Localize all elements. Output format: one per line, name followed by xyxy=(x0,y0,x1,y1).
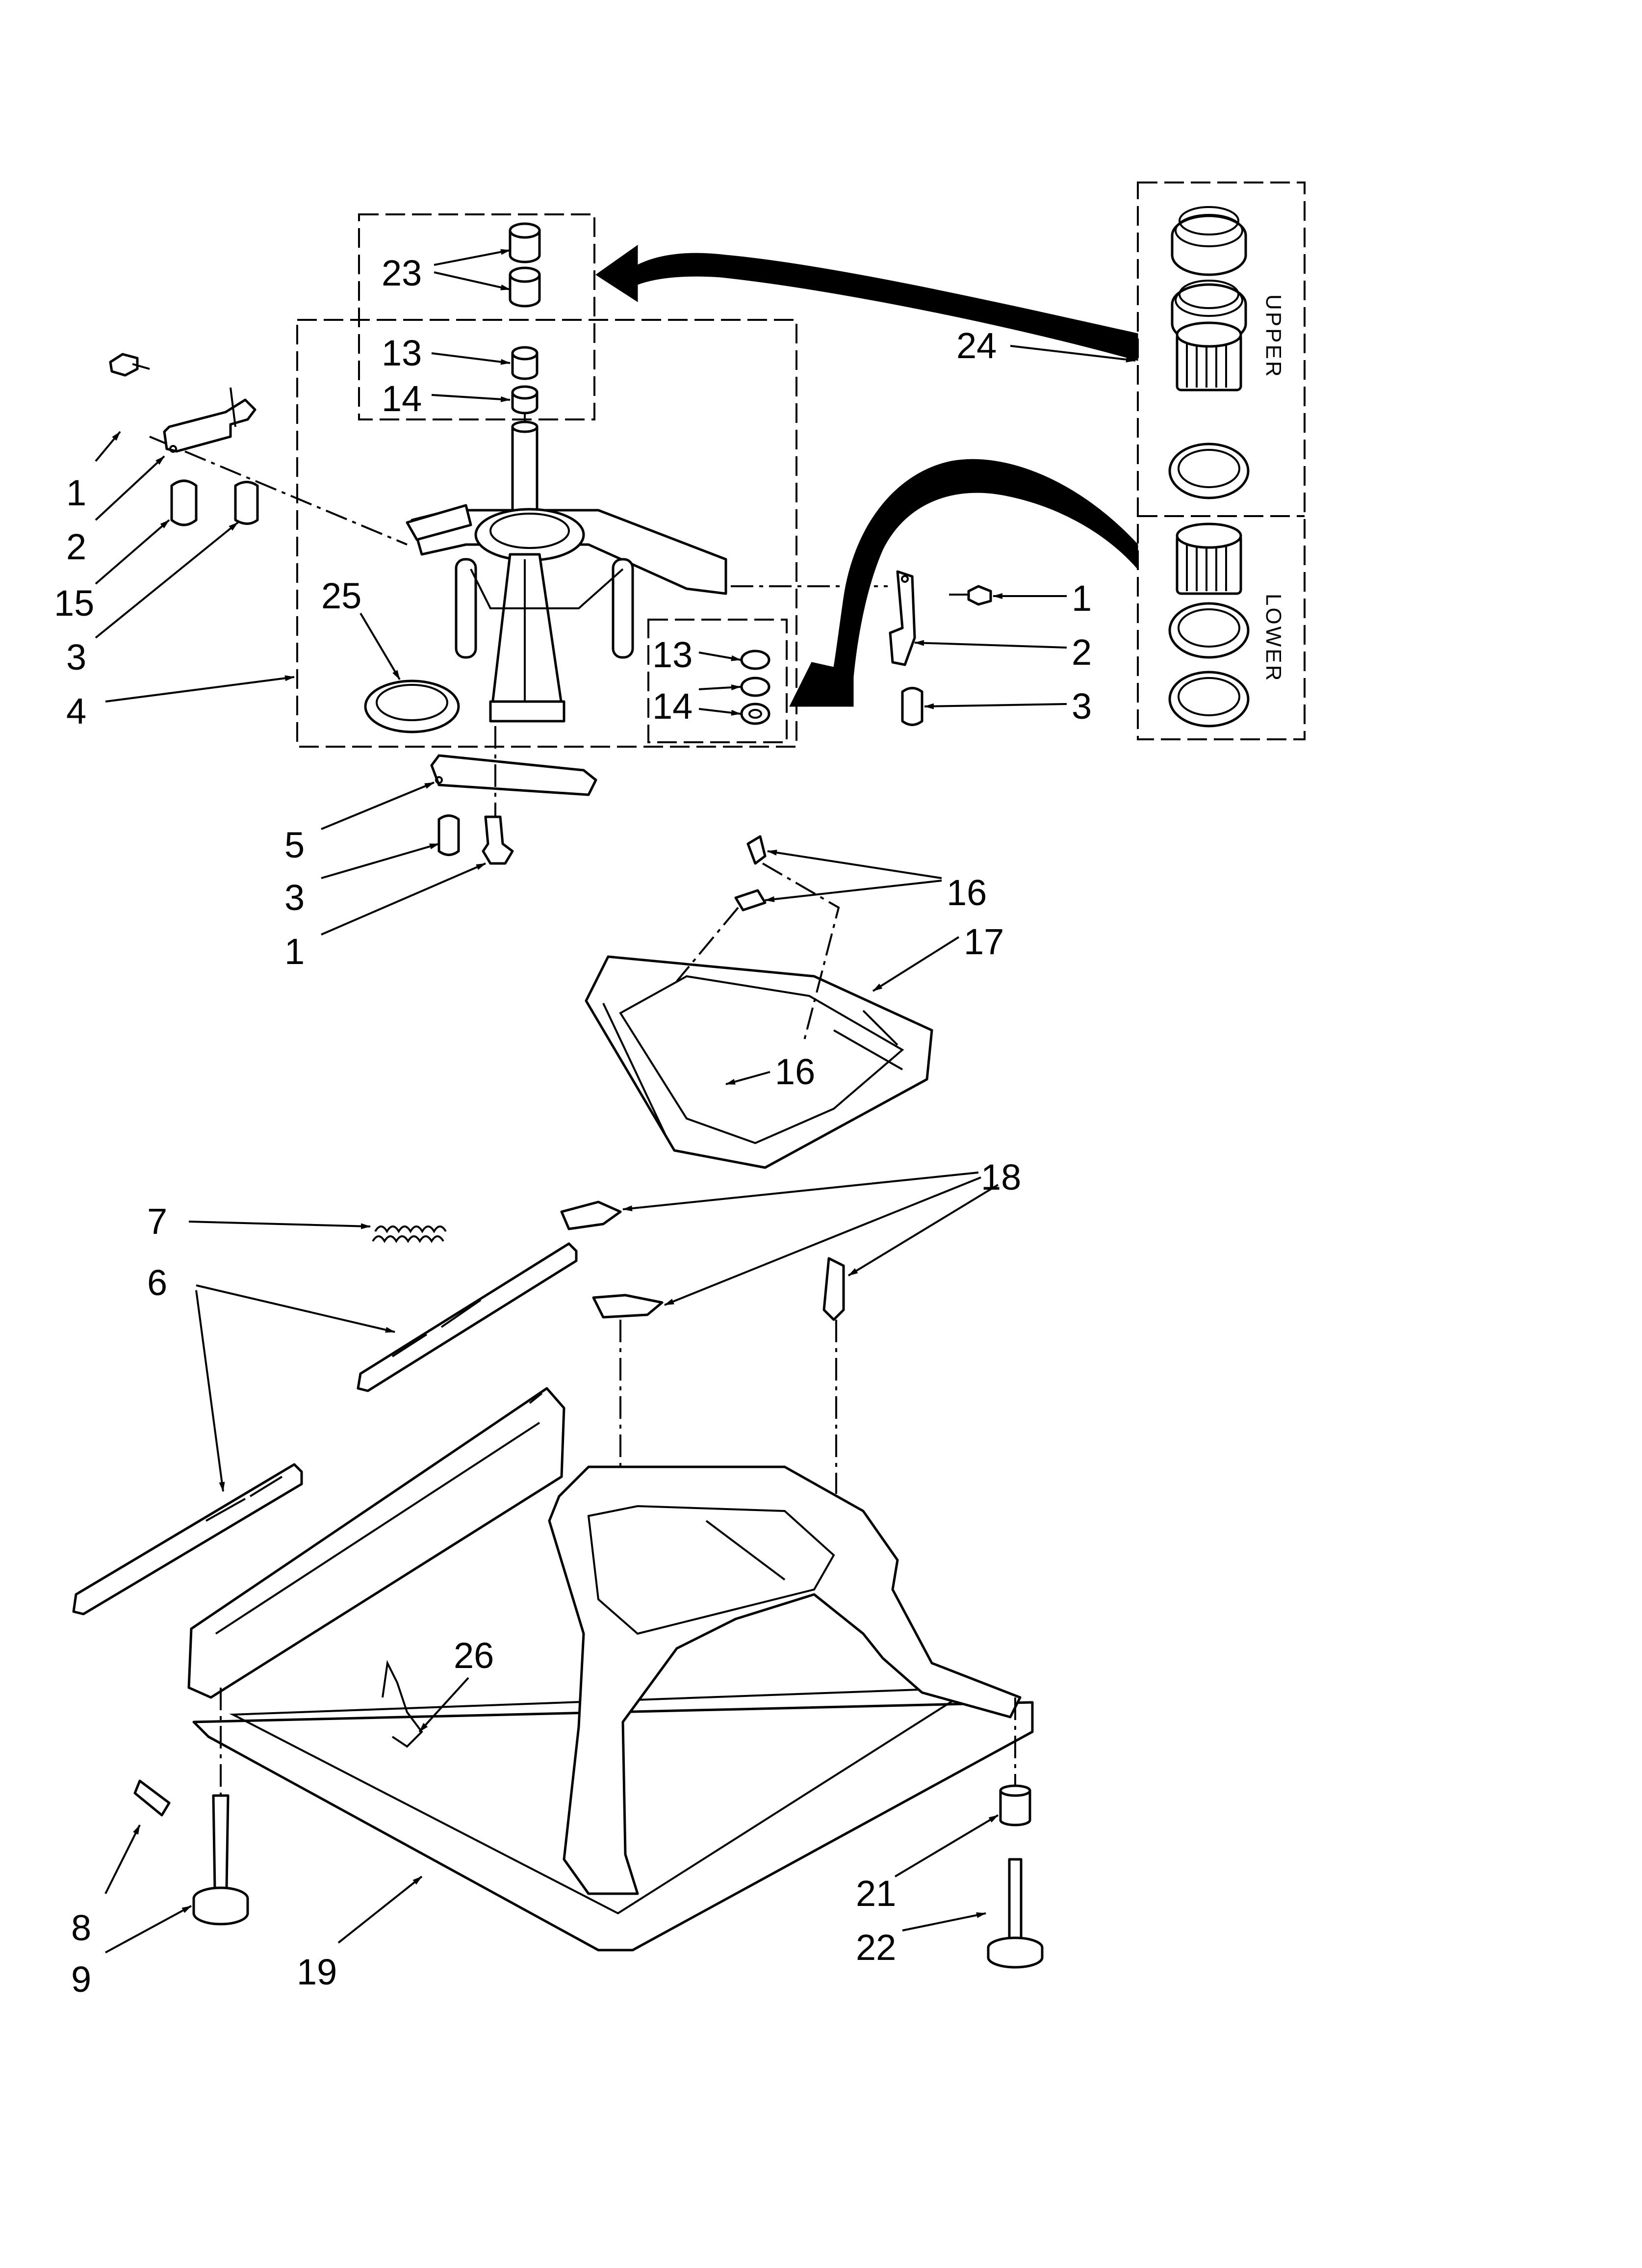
callout-3-right: 3 xyxy=(1072,686,1092,727)
callout-16-top: 16 xyxy=(947,872,987,913)
callout-4: 4 xyxy=(66,691,86,731)
callout-13-upper: 13 xyxy=(382,333,422,373)
bearing-kit-box xyxy=(1137,182,1306,740)
callout-14-upper: 14 xyxy=(382,378,422,419)
callout-3-left: 3 xyxy=(66,637,86,678)
lower-bearing-stack xyxy=(740,650,770,725)
callout-8: 8 xyxy=(71,1907,91,1948)
callout-1-lower: 1 xyxy=(284,931,305,972)
callout-6: 6 xyxy=(147,1262,167,1303)
channel-lower xyxy=(72,1463,303,1616)
lower-bearing-detail-box xyxy=(647,619,788,743)
right-bracket-group xyxy=(889,570,992,726)
callout-numbers: 1 2 15 3 4 23 13 14 25 13 14 1 2 3 24 5 … xyxy=(54,253,1092,2000)
lower-bracket-group xyxy=(430,726,597,865)
kit-to-lower-arrow xyxy=(789,459,1138,707)
callout-18: 18 xyxy=(981,1157,1021,1198)
leader-lines xyxy=(95,249,1136,1954)
callout-16-mid: 16 xyxy=(775,1051,815,1092)
callout-21: 21 xyxy=(856,1873,896,1914)
agitator-assembly-box xyxy=(296,319,797,748)
callout-9: 9 xyxy=(71,1959,91,2000)
callout-25: 25 xyxy=(321,575,361,616)
callout-19: 19 xyxy=(297,1952,337,1992)
callout-17: 17 xyxy=(964,921,1004,962)
right-foot xyxy=(987,1697,1044,1969)
callout-3-lower: 3 xyxy=(284,877,305,918)
mounting-frame xyxy=(585,862,933,1169)
kit-lower-label: LOWER xyxy=(1261,594,1285,682)
callout-26: 26 xyxy=(454,1635,494,1676)
callout-2-right: 2 xyxy=(1072,632,1092,673)
callout-22: 22 xyxy=(856,1927,896,1968)
callout-23: 23 xyxy=(382,253,422,293)
upper-bearing-detail-box xyxy=(358,213,595,420)
left-foot xyxy=(133,1688,249,1926)
spring xyxy=(372,1225,447,1243)
leveling-leg-hanger xyxy=(382,1660,423,1748)
callout-24: 24 xyxy=(956,325,997,366)
callout-1-left: 1 xyxy=(66,472,86,513)
transmission-mount-assembly xyxy=(406,412,727,723)
callout-15: 15 xyxy=(54,583,94,624)
callout-5: 5 xyxy=(284,825,305,865)
callout-7: 7 xyxy=(147,1201,167,1242)
callout-13-lower: 13 xyxy=(652,634,693,675)
upper-bearing-stack xyxy=(509,222,541,415)
bearing-kit-contents xyxy=(1168,206,1250,728)
base-frame xyxy=(187,1387,1034,1952)
callout-2-left: 2 xyxy=(66,526,86,567)
seal-ring xyxy=(364,679,460,733)
left-bracket-group xyxy=(109,353,259,526)
channel-upper xyxy=(357,1242,578,1392)
kit-upper-label: UPPER xyxy=(1261,294,1285,379)
kit-to-upper-arrow xyxy=(595,245,1138,361)
callout-1-right: 1 xyxy=(1072,578,1092,619)
callout-14-lower: 14 xyxy=(652,686,693,727)
